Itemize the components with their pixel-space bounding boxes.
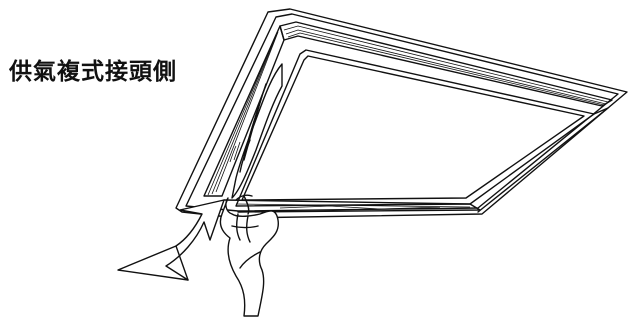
air-supply-connector-side-label: 供氣複式接頭側 <box>9 59 177 85</box>
right-edge-band <box>477 107 609 213</box>
hand-icon <box>219 194 280 317</box>
vent-grille-left <box>203 25 285 197</box>
inner-panel-border <box>241 55 585 201</box>
filter-sheet <box>231 63 283 199</box>
bottom-edge-band <box>223 199 481 213</box>
inner-panel-opening <box>235 49 595 207</box>
pull-direction-arrow <box>117 199 225 281</box>
